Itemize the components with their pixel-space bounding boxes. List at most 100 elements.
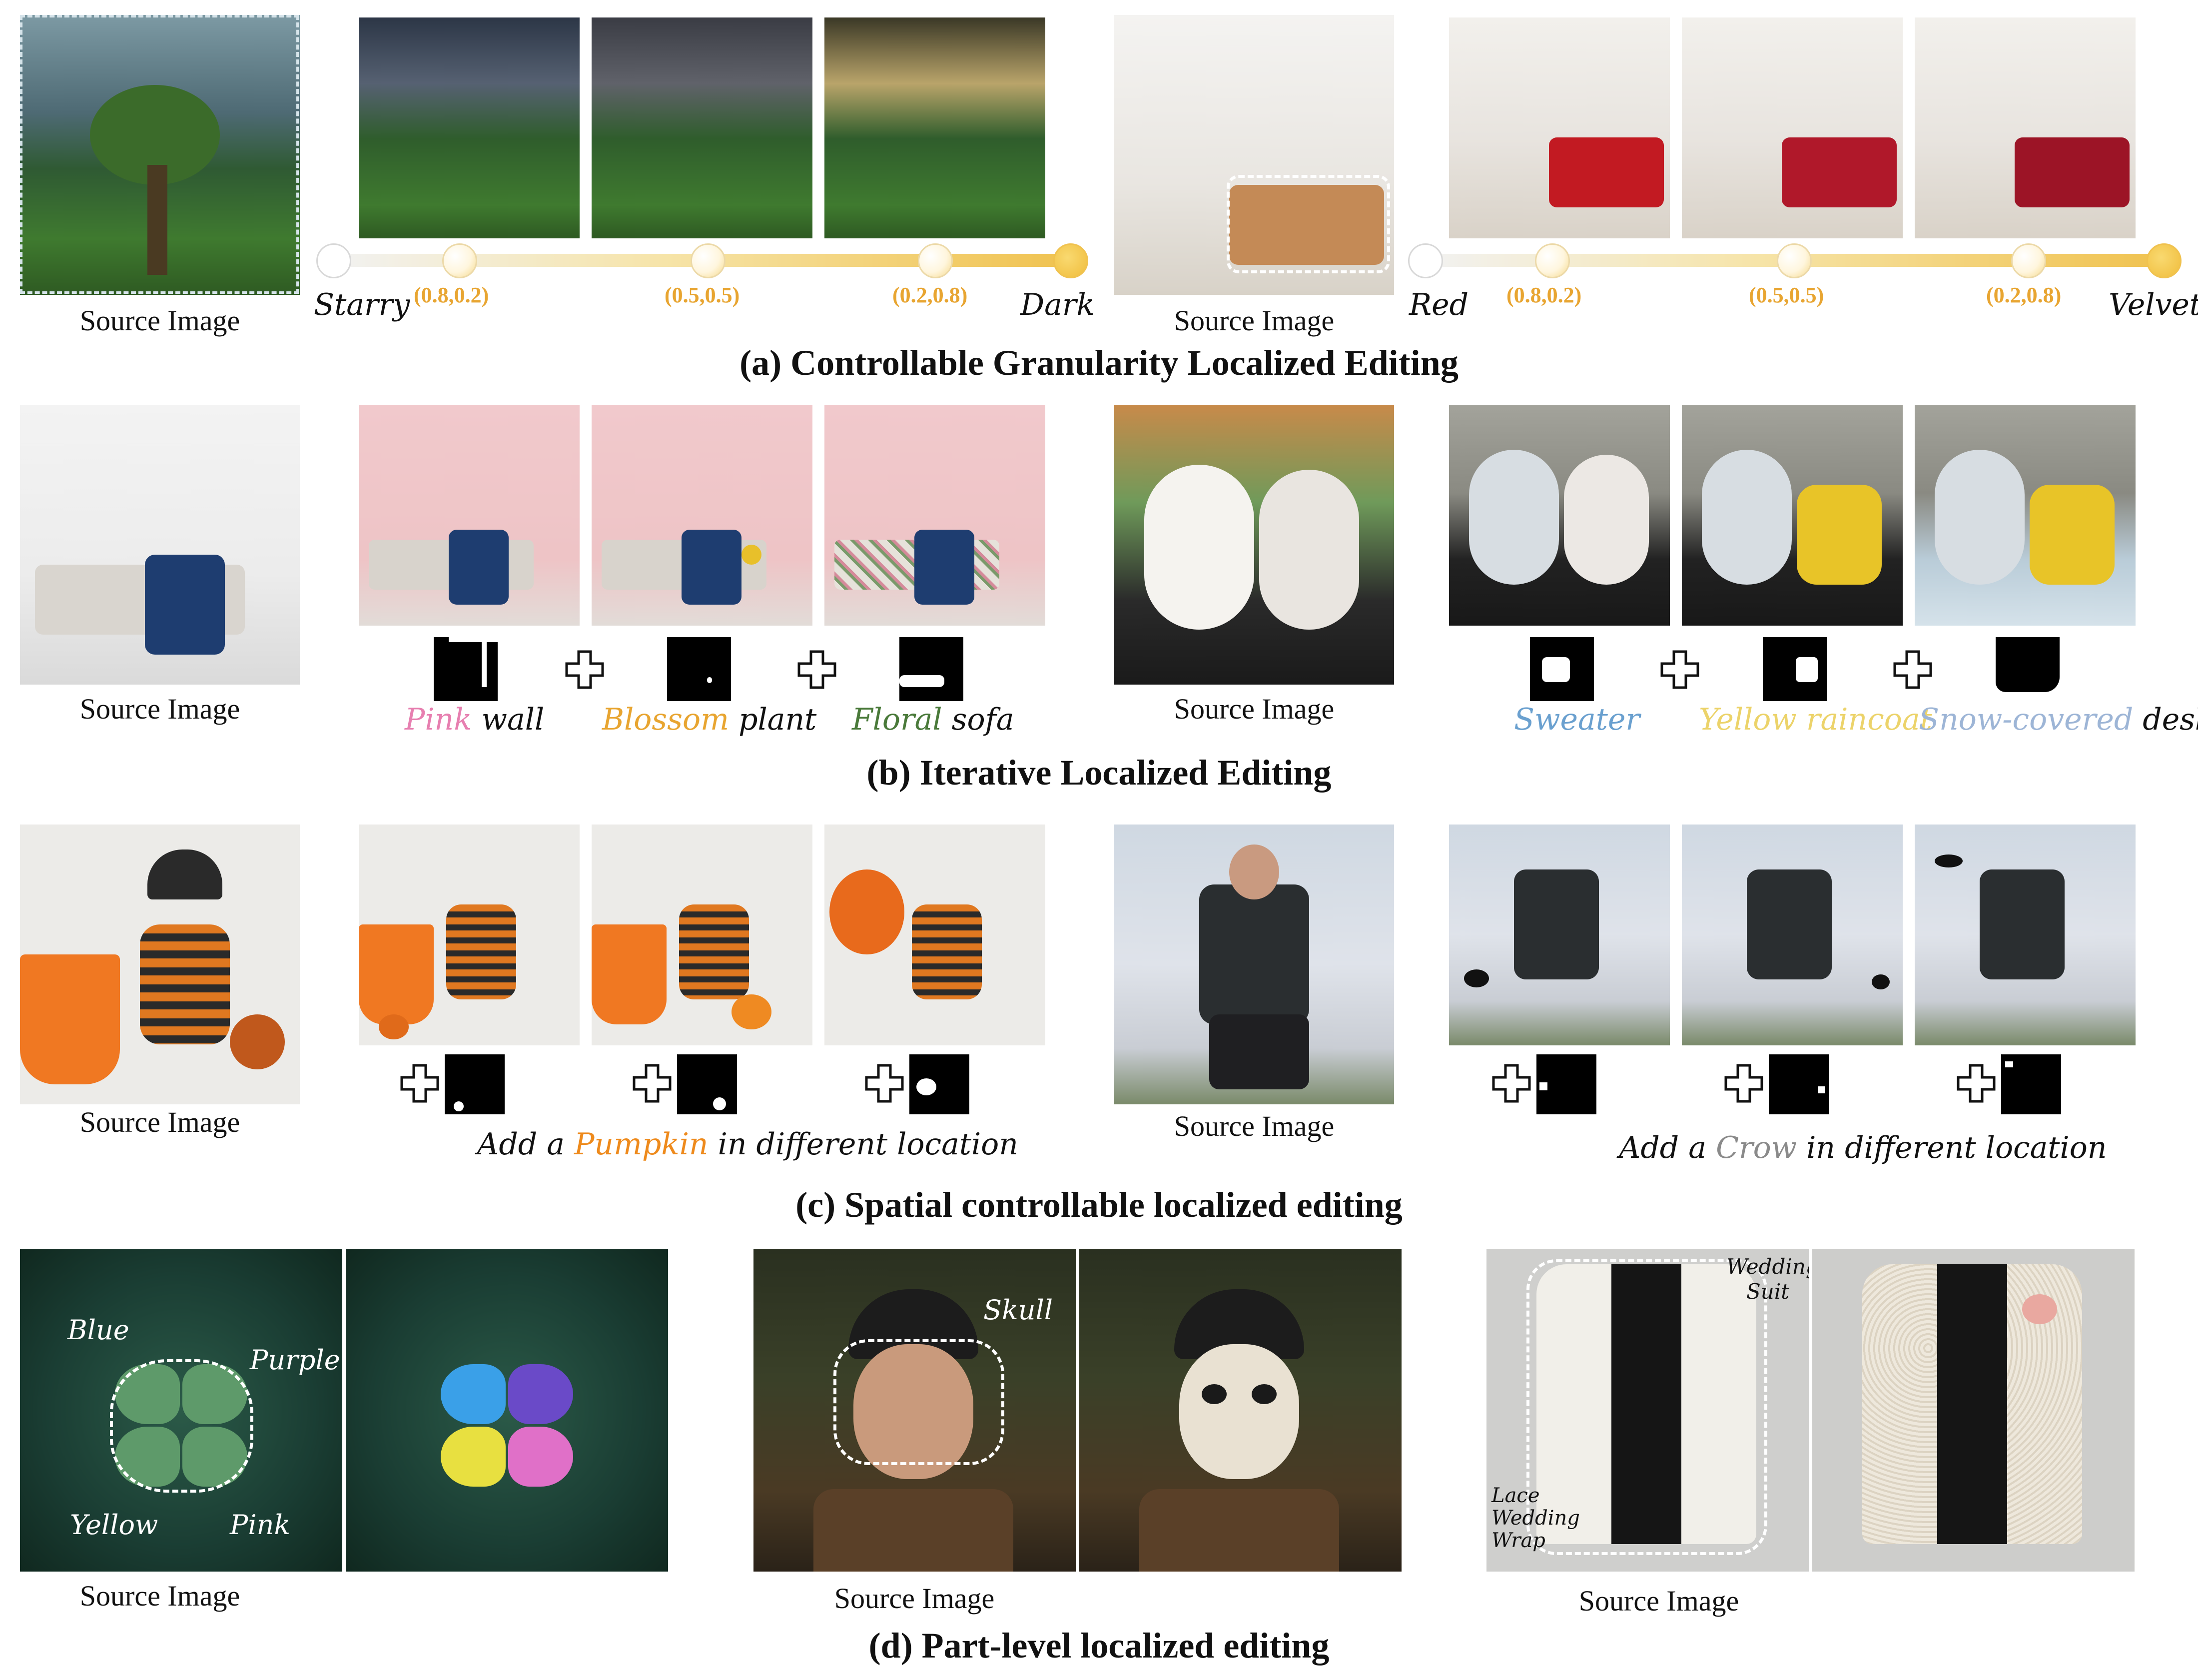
source-caption-c1: Source Image [79,1106,240,1138]
edit-clover-colored [346,1249,668,1572]
suit-label: Suit [1746,1279,1790,1304]
slider-value: (0.8,0.2) [1506,283,1582,307]
source-caption-d2: Source Image [834,1582,995,1615]
section-title-d: (d) Part-level localized editing [868,1626,1330,1666]
plus-icon [1660,650,1699,689]
plus-icon [1957,1064,1996,1103]
source-image-dog [20,825,300,1104]
slider-knob[interactable] [918,243,953,278]
mask-pumpkin-1 [445,1054,505,1114]
edit-blossom-plant [592,405,812,626]
prompt-snow-desk: Snow-covered desk [1919,702,2198,737]
section-title-c: (c) Spatial controllable localized editi… [795,1185,1403,1225]
edit-pumpkin-2 [592,825,812,1045]
slider-value: (0.5,0.5) [1749,283,1824,307]
prompt-add-pumpkin: Add a Pumpkin in different location [477,1127,1018,1162]
source-caption-d3: Source Image [1578,1585,1739,1617]
slider-knob[interactable] [316,243,351,278]
mask-crow-1 [1536,1054,1596,1114]
slider-right-label: Dark [1020,287,1095,322]
source-image-man [1114,825,1394,1104]
source-image-sofa [1114,15,1394,295]
prompt-sweater: Sweater [1514,702,1640,737]
source-caption-a2: Source Image [1174,304,1335,337]
slider-knob[interactable] [442,243,477,278]
source-caption-a1: Source Image [79,304,240,337]
source-caption-c2: Source Image [1174,1110,1335,1142]
slider-right-label: Velvet [2109,287,2198,322]
suit-label: Wrap [1491,1529,1545,1552]
slider-knob[interactable] [2147,243,2182,278]
plus-icon [1492,1064,1531,1103]
edit-starry-2 [592,17,812,238]
slider-knob[interactable] [1777,243,1812,278]
edit-sweater [1449,405,1670,626]
edit-pumpkin-1 [359,825,580,1045]
slider-left-label: Starry [314,287,410,322]
mask-crow-3 [2001,1054,2061,1114]
mask-sweater [1530,637,1594,701]
plus-icon [565,650,604,689]
source-caption-b1: Source Image [79,693,240,725]
prompt-blossom-plant: Blossom plant [602,702,817,737]
clover-label-yellow: Yellow [70,1509,158,1541]
source-image-tree [20,15,300,295]
mask-raincoat [1763,637,1827,701]
clover-label-pink: Pink [230,1509,291,1541]
slider-knob[interactable] [1535,243,1570,278]
plus-icon [1724,1064,1763,1103]
mask-pumpkin-2 [677,1054,737,1114]
slider-value: (0.2,0.8) [892,283,968,307]
edit-pink-wall [359,405,580,626]
source-image-pets [1114,405,1394,685]
prompt-yellow-raincoat: Yellow raincoat [1699,702,1932,737]
slider-knob[interactable] [1053,243,1088,278]
edit-yellow-raincoat [1682,405,1903,626]
clover-label-purple: Purple [250,1344,340,1376]
edit-crow-1 [1449,825,1670,1045]
slider-left-label: Red [1409,287,1469,322]
source-caption-b2: Source Image [1174,693,1335,725]
slider-knob[interactable] [691,243,726,278]
edit-skull [1079,1249,1402,1572]
edit-red-1 [1449,17,1670,238]
mask-pink-wall [434,637,498,701]
plus-icon [797,650,836,689]
suit-label: Wedding [1491,1507,1580,1530]
source-image-clover: Blue Purple Yellow Pink [20,1249,342,1572]
mask-crow-2 [1769,1054,1829,1114]
plus-icon [400,1064,439,1103]
mask-pumpkin-3 [909,1054,969,1114]
source-caption-d1: Source Image [79,1580,240,1612]
slider-knob[interactable] [2011,243,2046,278]
edit-starry-3 [824,17,1045,238]
suit-label: Lace [1491,1484,1540,1507]
source-image-portrait: Skull [753,1249,1076,1572]
edit-floral-sofa [824,405,1045,626]
section-title-a: (a) Controllable Granularity Localized E… [739,343,1459,383]
source-image-jacket: Wedding Suit Lace Wedding Wrap [1486,1249,1809,1572]
prompt-floral-sofa: Floral sofa [852,702,1014,737]
source-image-living-room [20,405,300,685]
plus-icon [1893,650,1932,689]
slider-knob[interactable] [1408,243,1443,278]
edit-crow-2 [1682,825,1903,1045]
slider-value: (0.8,0.2) [414,283,489,307]
edit-crow-3 [1915,825,2136,1045]
slider-value: (0.2,0.8) [1986,283,2062,307]
section-title-b: (b) Iterative Localized Editing [866,753,1332,793]
edit-snow-desk [1915,405,2136,626]
prompt-pink-wall: Pink wall [405,702,545,737]
edit-wedding-suit [1812,1249,2135,1572]
edit-red-2 [1682,17,1903,238]
plus-icon [633,1064,672,1103]
mask-snow-desk [1996,637,2060,701]
suit-label: Wedding [1726,1254,1809,1279]
prompt-add-crow: Add a Crow in different location [1619,1130,2107,1165]
mask-floral-sofa [899,637,963,701]
mask-blossom-plant [667,637,731,701]
edit-red-3 [1915,17,2136,238]
plus-icon [865,1064,904,1103]
edit-starry-1 [359,17,580,238]
slider-value: (0.5,0.5) [665,283,740,307]
